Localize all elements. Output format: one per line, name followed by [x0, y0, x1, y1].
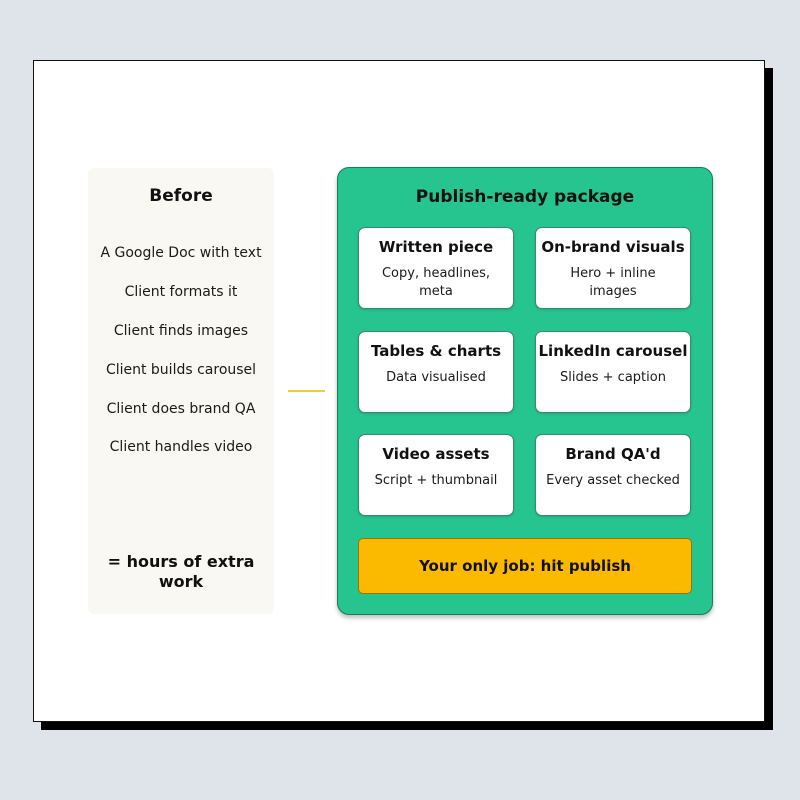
publish-callout: Your only job: hit publish	[358, 538, 692, 594]
tile-subtitle: Hero + inline images	[570, 266, 656, 299]
before-panel	[88, 168, 274, 614]
tile-on-brand-visuals: On-brand visuals Hero + inline images	[535, 227, 691, 309]
tile-subtitle: Slides + caption	[560, 370, 666, 385]
before-item: Client builds carousel	[105, 362, 257, 378]
package-panel: Publish-ready package Written piece Copy…	[337, 167, 713, 615]
tile-video-assets: Video assets Script + thumbnail	[358, 434, 514, 516]
tile-title: LinkedIn carousel	[538, 342, 688, 360]
tile-title: Written piece	[378, 238, 494, 256]
tile-title: On-brand visuals	[541, 238, 685, 256]
tile-subtitle: Script + thumbnail	[374, 473, 498, 488]
tile-title: Brand QA'd	[565, 445, 661, 463]
tile-subtitle: Copy, headlines, meta	[381, 266, 491, 299]
tile-title: Video assets	[382, 445, 490, 463]
before-title: Before	[149, 186, 213, 206]
before-item: Client finds images	[113, 323, 249, 339]
tile-subtitle: Every asset checked	[546, 473, 680, 488]
connector-line	[288, 390, 325, 392]
tile-written-piece: Written piece Copy, headlines, meta	[358, 227, 514, 309]
tile-title: Tables & charts	[370, 342, 502, 360]
before-summary: = hours of extra work	[107, 552, 255, 591]
before-column: Before A Google Doc with text Client for…	[88, 0, 274, 800]
tile-linkedin-carousel: LinkedIn carousel Slides + caption	[535, 331, 691, 413]
tile-tables-charts: Tables & charts Data visualised	[358, 331, 514, 413]
before-item: Client does brand QA	[106, 401, 256, 417]
tile-subtitle: Data visualised	[386, 370, 486, 385]
before-item: Client formats it	[124, 284, 238, 300]
tile-brand-qa: Brand QA'd Every asset checked	[535, 434, 691, 516]
package-title: Publish-ready package	[415, 187, 635, 207]
before-item: Client handles video	[109, 439, 253, 455]
before-item: A Google Doc with text	[100, 245, 262, 261]
